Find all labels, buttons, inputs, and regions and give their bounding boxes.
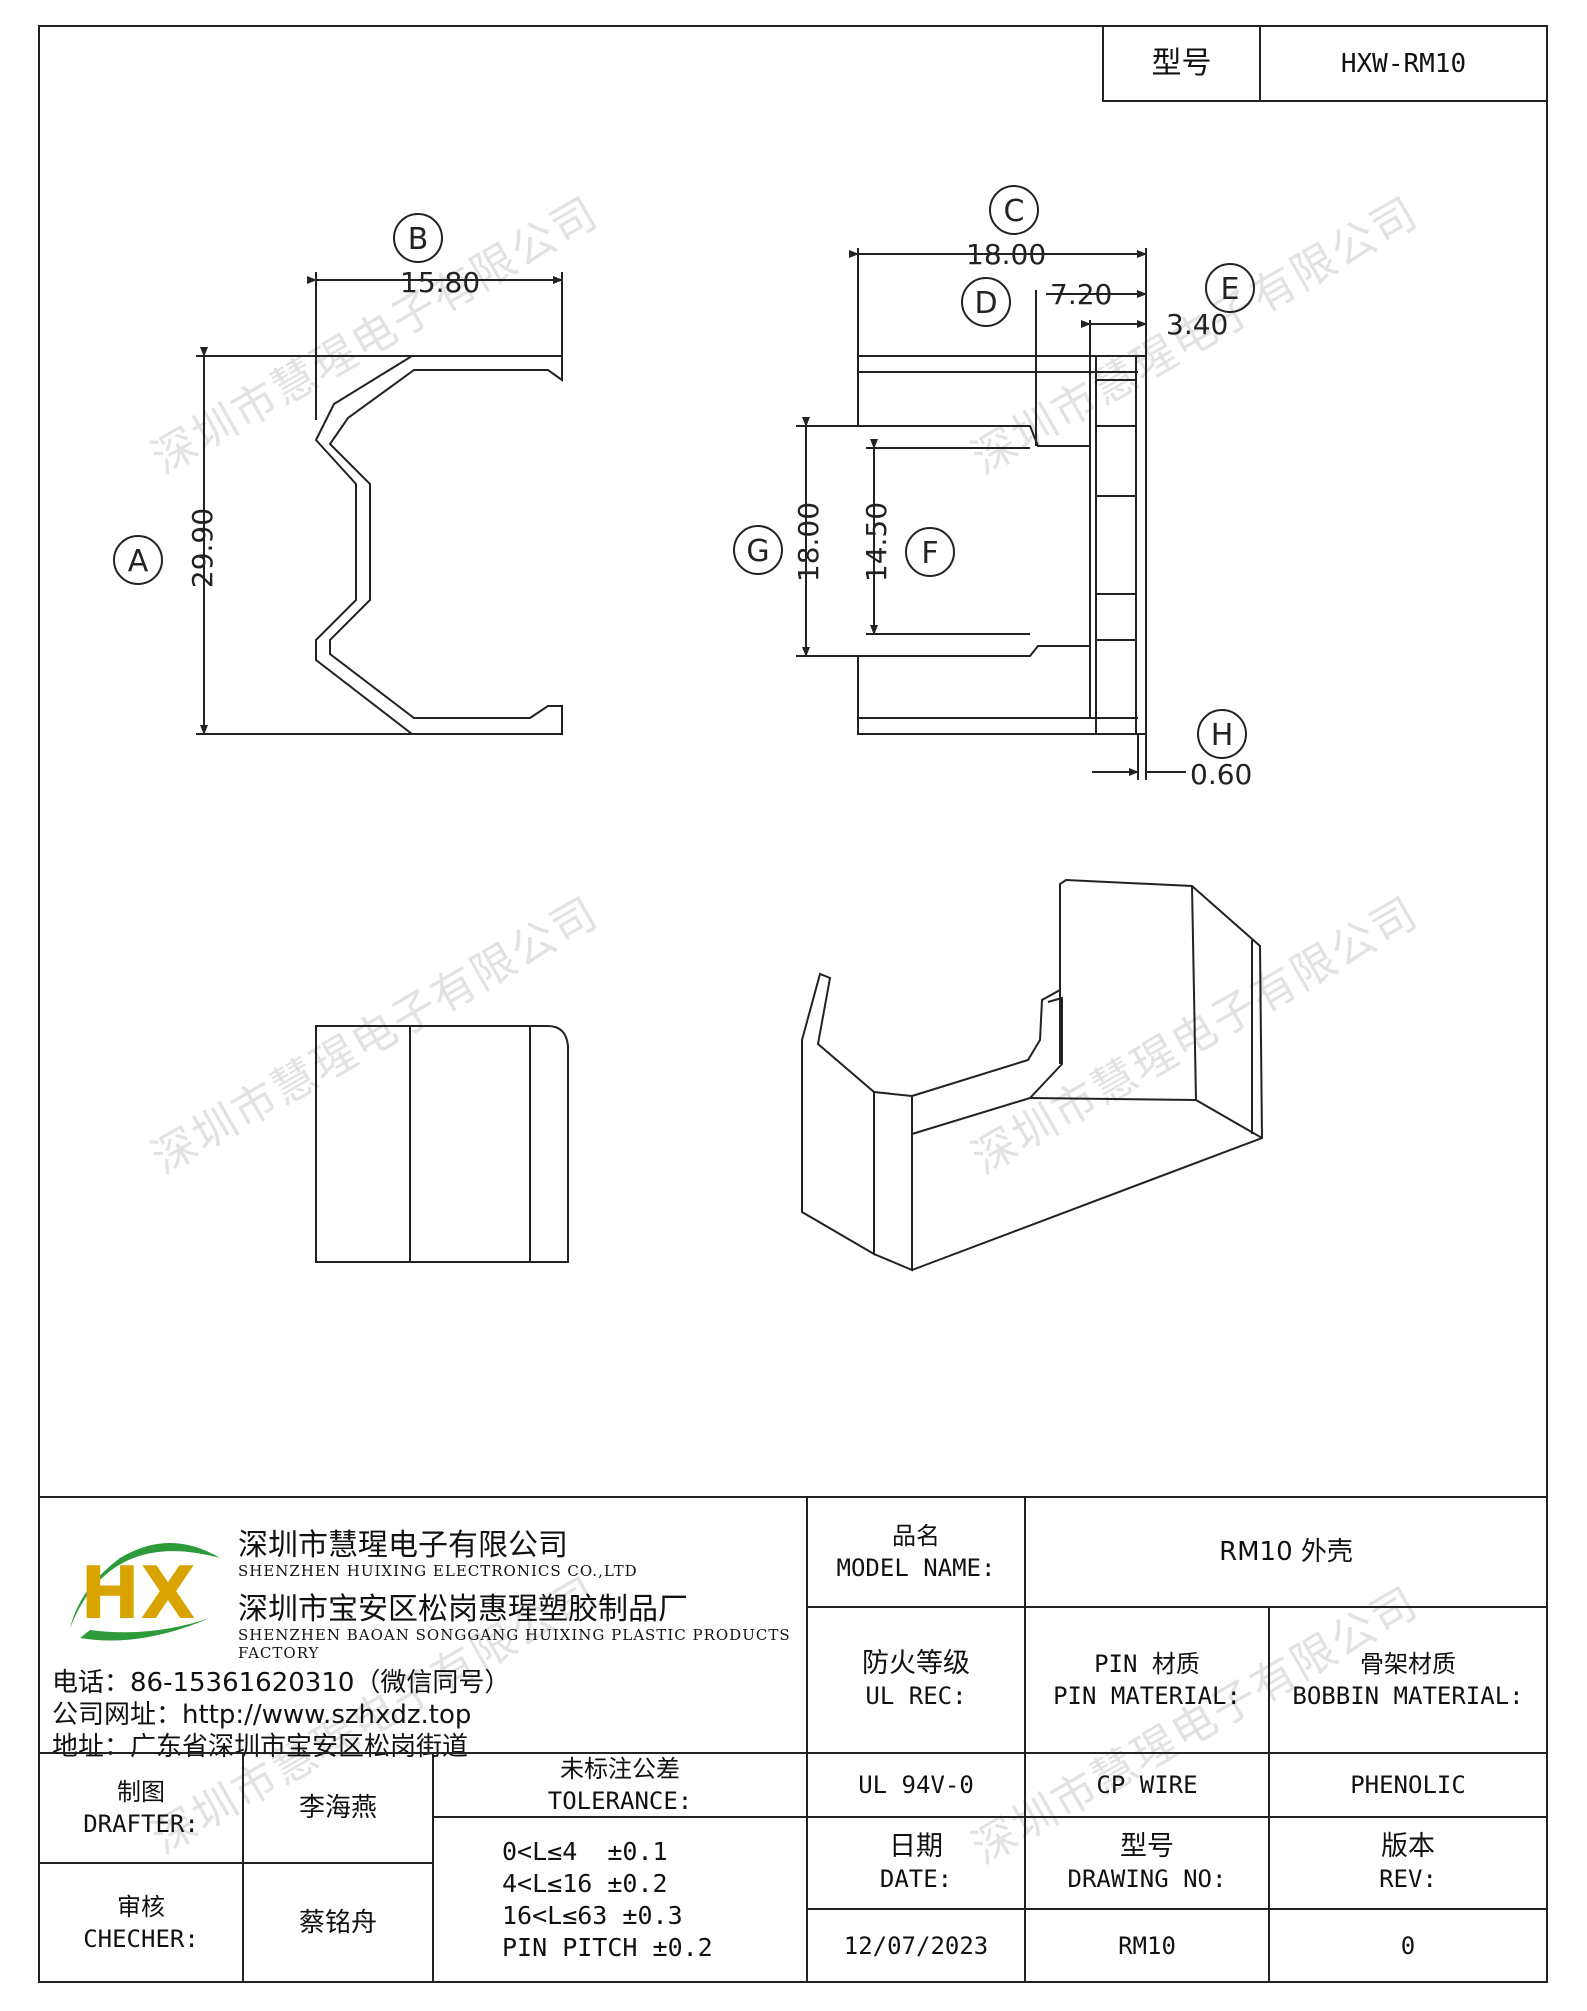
checker-cn: 审核 [117,1892,165,1921]
pin-material-value-cell: CP WIRE [1024,1752,1270,1818]
tolerance-label-cell: 未标注公差 TOLERANCE: [432,1752,808,1818]
company-name-en: SHENZHEN HUIXING ELECTRONICS CO.,LTD [238,1562,638,1580]
date-value: 12/07/2023 [843,1931,989,1960]
drawing-no-cn: 型号 [1120,1831,1174,1862]
model-name-en: MODEL NAME: [836,1554,996,1582]
dim-C-letter: C [1004,194,1025,229]
drafter-name-cell: 李海燕 [242,1752,434,1864]
rev-label-cell: 版本 REV: [1268,1816,1548,1910]
ul-rec-cn: 防火等级 [862,1648,970,1679]
drafter-label-cell: 制图 DRAFTER: [38,1752,244,1864]
rev-value-cell: 0 [1268,1908,1548,1983]
bobbin-material-en: BOBBIN MATERIAL: [1292,1682,1524,1710]
drawing-no-en: DRAWING NO: [1067,1865,1227,1893]
dim-G-value: 18.00 [792,502,825,582]
bobbin-material-cn: 骨架材质 [1360,1650,1456,1678]
date-value-cell: 12/07/2023 [806,1908,1026,1983]
dim-G-letter: G [746,534,769,569]
company-phone: 电话：86-15361620310（微信同号） [52,1668,511,1698]
dim-C-value: 18.00 [966,238,1046,271]
pin-material-value: CP WIRE [1096,1771,1198,1799]
drafter-cn: 制图 [117,1778,165,1806]
checker-name: 蔡铭舟 [298,1907,377,1938]
tolerance-cn: 未标注公差 [560,1755,680,1783]
tolerance-values-cell: 0<L≤4 ±0.1 4<L≤16 ±0.2 16<L≤63 ±0.3 PIN … [432,1816,808,1983]
tolerance-line: PIN PITCH ±0.2 [502,1932,713,1962]
date-label-cell: 日期 DATE: [806,1816,1026,1910]
dim-D-value: 7.20 [1050,278,1112,311]
model-name-value: RM10 外壳 [1219,1537,1353,1567]
factory-name-en: SHENZHEN BAOAN SONGGANG HUIXING PLASTIC … [238,1626,791,1662]
dim-E-value: 3.40 [1166,308,1228,341]
dim-A-letter: A [128,544,149,579]
checker-en: CHECHER: [83,1924,199,1953]
model-name-label-cell: 品名 MODEL NAME: [806,1496,1026,1608]
company-name-cn: 深圳市慧瑆电子有限公司 [238,1528,568,1563]
rev-en: REV: [1379,1865,1437,1893]
pin-material-en: PIN MATERIAL: [1053,1682,1241,1710]
dim-B-letter: B [408,222,429,257]
header-model-value: HXW-RM10 [1340,48,1467,79]
ul-rec-value: UL 94V-0 [858,1771,974,1799]
logo-text: HX [80,1551,196,1635]
model-name-value-cell: RM10 外壳 [1024,1496,1548,1608]
dim-F-value: 14.50 [860,502,893,582]
model-name-cn: 品名 [892,1522,940,1550]
dim-F-letter: F [921,536,938,571]
dim-D-letter: D [974,286,997,321]
company-block: HX 深圳市慧瑆电子有限公司 SHENZHEN HUIXING ELECTRON… [38,1498,808,1762]
pin-material-label-cell: PIN 材质 PIN MATERIAL: [1024,1606,1270,1754]
rev-cn: 版本 [1381,1831,1435,1862]
company-website: 公司网址：http://www.szhxdz.top [52,1700,472,1730]
checker-label-cell: 审核 CHECHER: [38,1862,244,1983]
checker-name-cell: 蔡铭舟 [242,1862,434,1983]
isometric-view [801,878,1264,1272]
drafter-en: DRAFTER: [83,1810,199,1838]
tolerance-line: 0<L≤4 ±0.1 [502,1836,668,1866]
date-cn: 日期 [889,1831,943,1862]
dim-H-value: 0.60 [1190,758,1252,791]
technical-drawing: 15.80 29.90 18.00 7.20 3.40 18.00 14.50 … [113,185,1264,1272]
pin-material-cn: PIN 材质 [1094,1650,1200,1678]
dim-A-value: 29.90 [186,508,219,588]
drafter-name: 李海燕 [298,1793,377,1823]
factory-name-cn: 深圳市宝安区松岗惠瑆塑胶制品厂 [238,1592,688,1627]
date-en: DATE: [879,1865,953,1893]
ul-rec-label-cell: 防火等级 UL REC: [806,1606,1026,1754]
company-logo: HX [70,1543,220,1641]
side-view-outline [857,355,1147,735]
header-model-label: 型号 [1151,45,1212,81]
header-model-value-cell: HXW-RM10 [1259,25,1548,102]
drawing-no-value: RM10 [1118,1931,1176,1960]
top-view-outline [314,355,563,735]
drawing-no-value-cell: RM10 [1024,1908,1270,1983]
company-address: 地址：广东省深圳市宝安区松岗街道 [52,1732,469,1762]
bobbin-material-value-cell: PHENOLIC [1268,1752,1548,1818]
ul-rec-value-cell: UL 94V-0 [806,1752,1026,1818]
drawing-no-label-cell: 型号 DRAWING NO: [1024,1816,1270,1910]
dim-E-letter: E [1221,272,1240,307]
tolerance-line: 16<L≤63 ±0.3 [502,1900,683,1930]
tolerance-line: 4<L≤16 ±0.2 [502,1868,668,1898]
titleblock-top-border [38,1496,1548,1498]
bobbin-material-value: PHENOLIC [1350,1771,1466,1799]
tolerance-en: TOLERANCE: [547,1787,693,1815]
bobbin-material-label-cell: 骨架材质 BOBBIN MATERIAL: [1268,1606,1548,1754]
front-view-outline [315,1025,569,1263]
rev-value: 0 [1400,1931,1416,1960]
dim-B-value: 15.80 [400,266,480,299]
ul-rec-en: UL REC: [865,1682,967,1710]
dim-H-letter: H [1211,718,1234,753]
